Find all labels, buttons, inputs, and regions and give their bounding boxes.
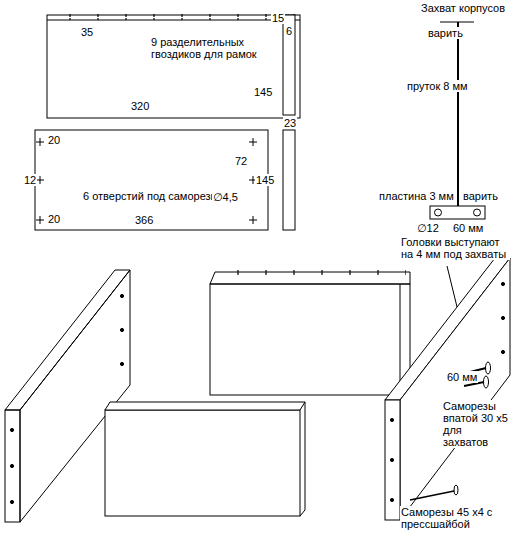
dimension: 20 bbox=[47, 134, 61, 146]
frame-nails bbox=[50, 14, 297, 20]
dimension: 60 мм bbox=[446, 371, 478, 383]
rod bbox=[457, 22, 459, 206]
back-panel bbox=[210, 270, 410, 395]
note: 6 отверстий под саморезы bbox=[82, 190, 219, 202]
note: Головки выступают на 4 мм под захваты bbox=[400, 236, 510, 260]
title-note: Захват корпусов bbox=[420, 2, 506, 14]
dimension: 35 bbox=[80, 26, 94, 38]
dimension: 12 bbox=[23, 174, 37, 186]
dimension: 145 bbox=[255, 174, 275, 186]
dimension: 15 bbox=[271, 12, 285, 24]
note: Саморезы 45 х4 с прессшайбой bbox=[400, 506, 502, 530]
dimension: 23 bbox=[283, 117, 297, 129]
screw-45x4 bbox=[410, 485, 458, 500]
front-panel-3d bbox=[105, 402, 305, 516]
note: пластина 3 мм bbox=[378, 190, 455, 202]
side-panel bbox=[35, 130, 268, 230]
dimension: 20 bbox=[47, 213, 61, 225]
dimension: 320 bbox=[130, 100, 150, 112]
plate-hole bbox=[435, 209, 442, 216]
side-strip bbox=[283, 130, 295, 230]
side-strip bbox=[283, 15, 295, 115]
note: Саморезы впатой 30 х5 для захватов bbox=[442, 400, 510, 448]
dimension: 72 bbox=[234, 155, 248, 167]
dimension: ∅12 bbox=[416, 222, 440, 234]
note: пруток 8 мм bbox=[406, 80, 469, 92]
note: варить bbox=[427, 27, 464, 39]
dimension: 6 bbox=[285, 25, 293, 37]
dimension: ∅4,5 bbox=[212, 191, 239, 203]
right-board bbox=[385, 258, 510, 520]
front-panel bbox=[47, 15, 300, 118]
note: 9 разделительных гвоздиков для рамок bbox=[150, 36, 264, 60]
dimension: 60 мм bbox=[452, 222, 484, 234]
dimension: 145 bbox=[253, 86, 273, 98]
plate bbox=[430, 206, 485, 219]
note: варить bbox=[462, 190, 499, 202]
dimension: 366 bbox=[134, 214, 154, 226]
plate-hole bbox=[474, 209, 481, 216]
screw-holes bbox=[36, 138, 257, 224]
